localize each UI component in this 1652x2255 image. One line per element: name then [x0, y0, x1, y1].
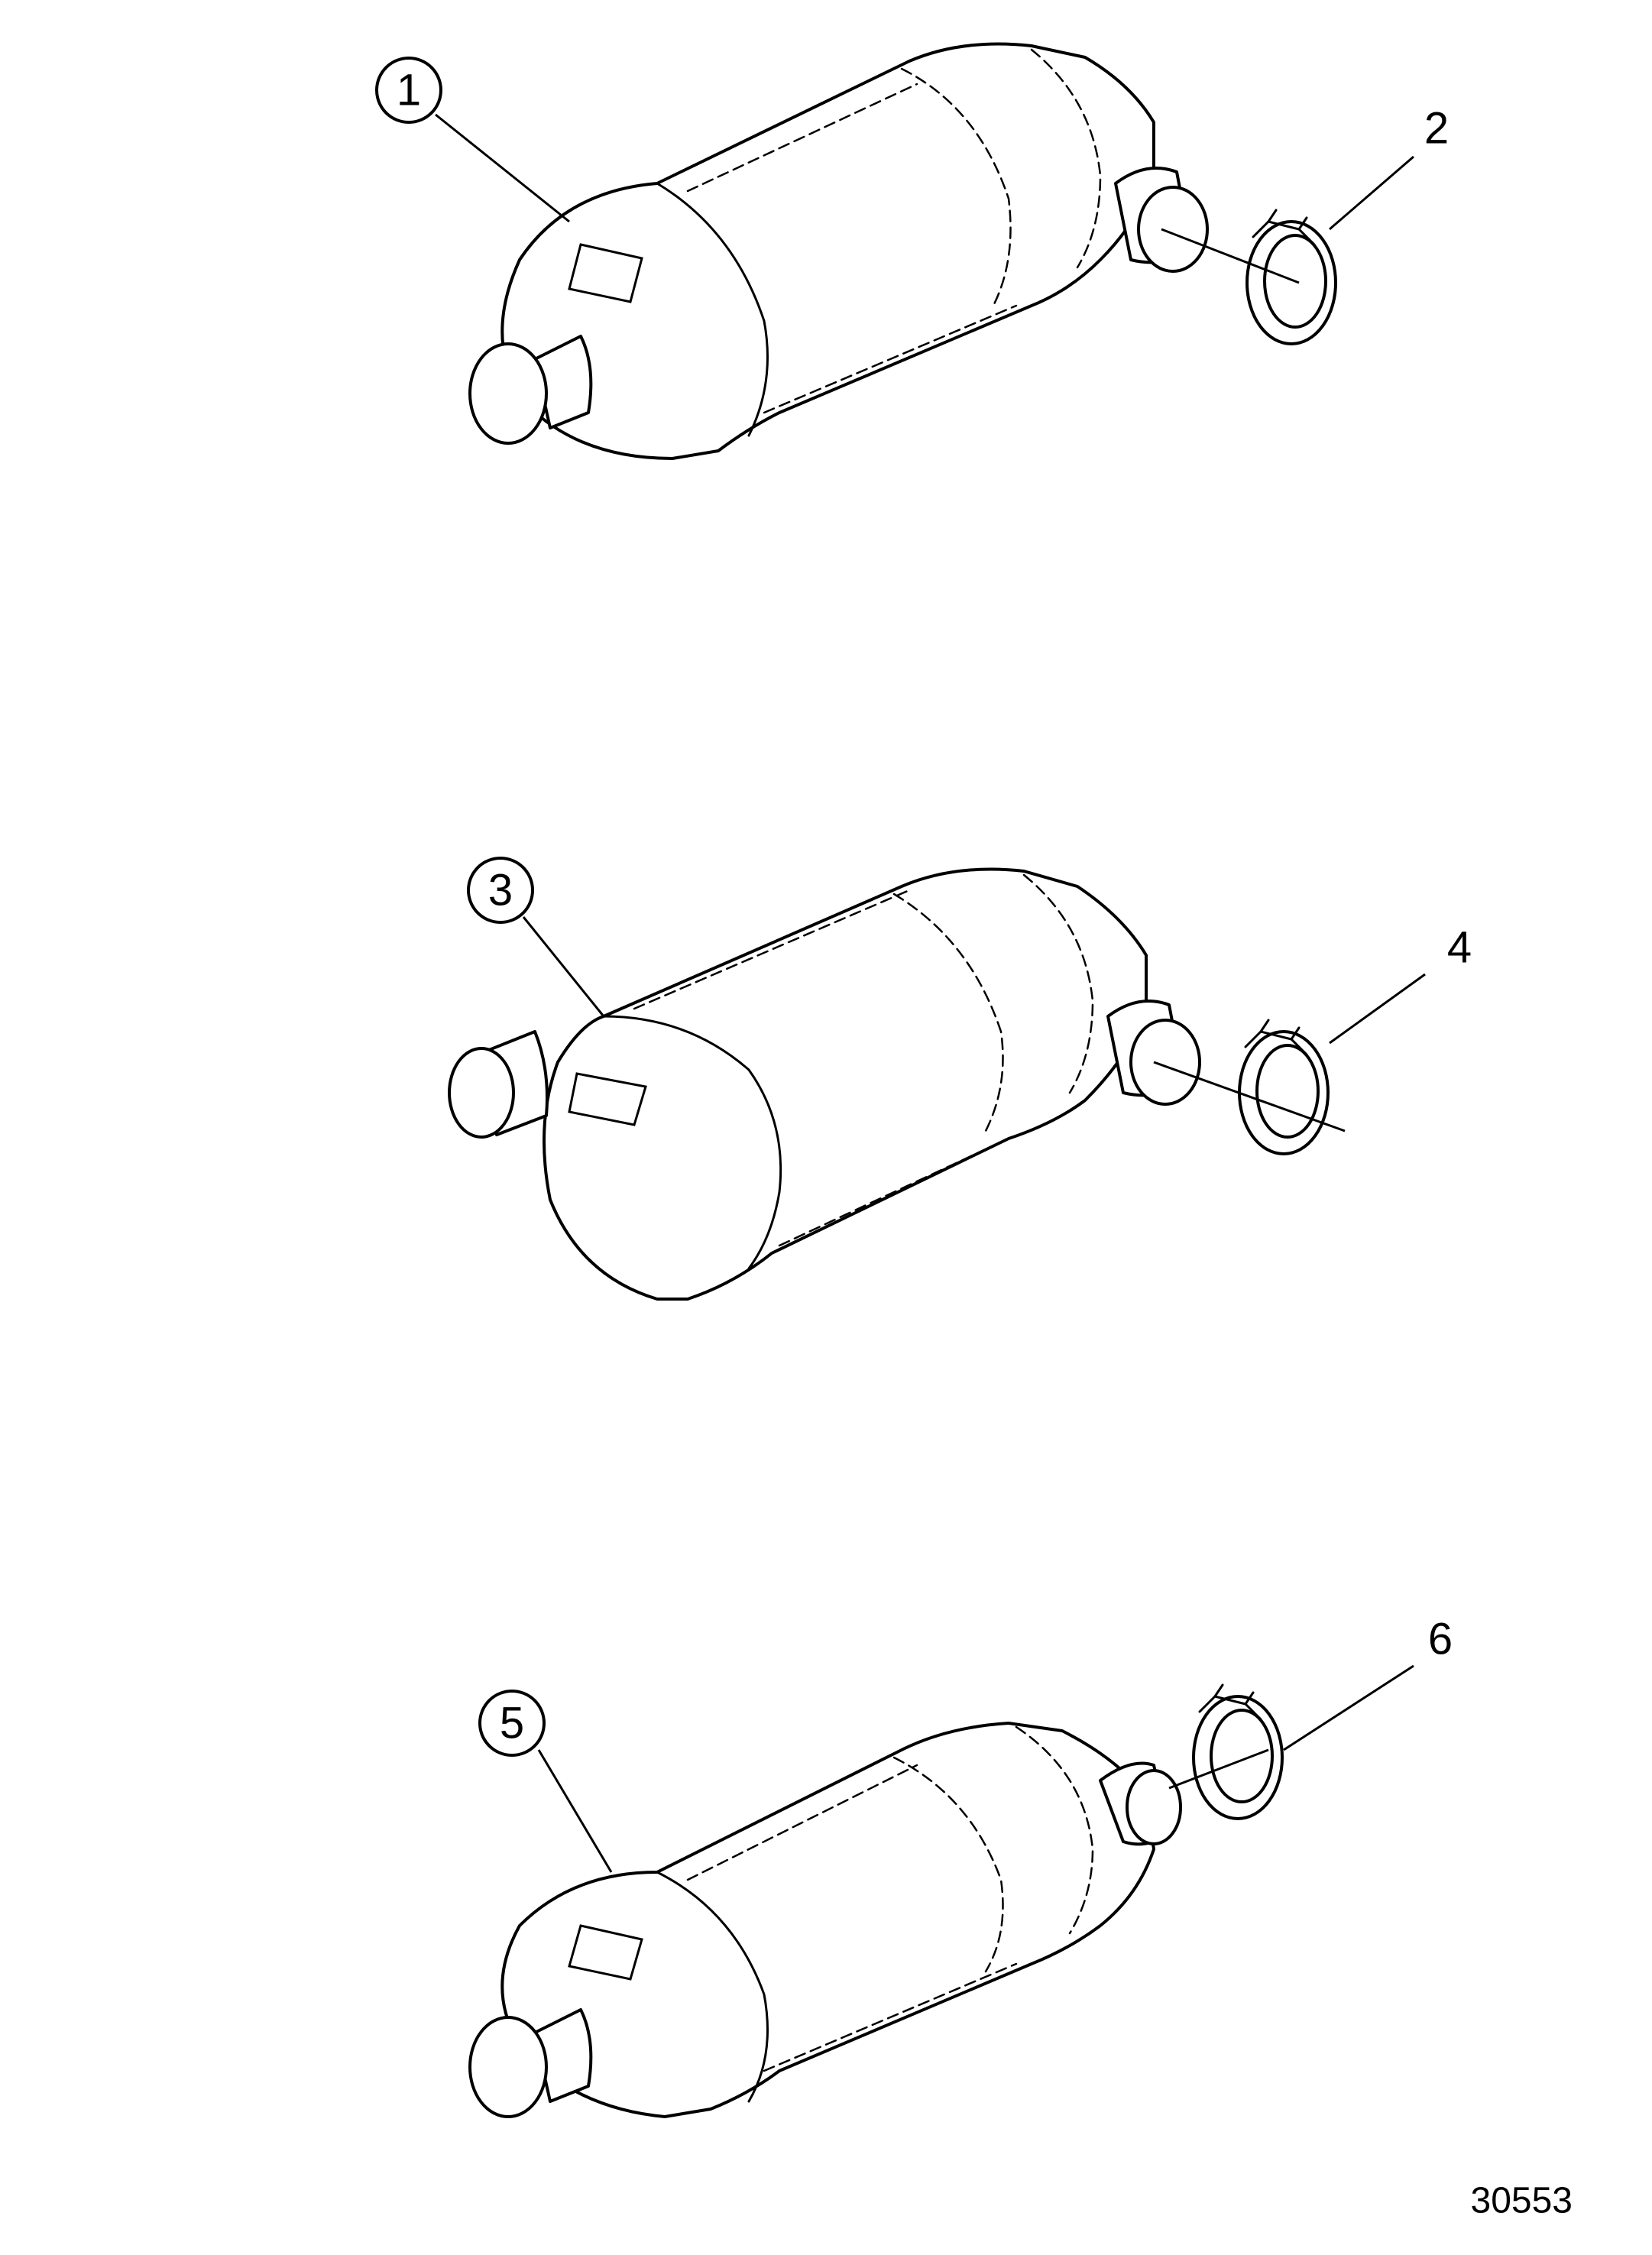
callout-1-circle	[375, 57, 442, 124]
callout-3-circle	[467, 857, 534, 924]
v-clamp-6	[1192, 1683, 1284, 1820]
callout-4-label: 4	[1447, 923, 1472, 973]
leader-line-3	[522, 916, 605, 1017]
leader-line-5	[537, 1749, 613, 1873]
catalytic-converter-3	[468, 1722, 1182, 2118]
v-clamp-2	[1245, 209, 1337, 345]
callout-5-label: 5	[500, 1699, 524, 1748]
axis-line-3	[1168, 1748, 1269, 1790]
v-clamp-4	[1238, 1019, 1330, 1155]
figure-number: 30553	[1471, 2181, 1573, 2221]
callout-3-label: 3	[488, 866, 513, 915]
catalytic-converter-1	[468, 42, 1209, 460]
leader-line-1	[435, 113, 570, 223]
leader-line-6	[1283, 1664, 1414, 1751]
leader-line-2	[1329, 155, 1414, 231]
axis-line-2	[1153, 1061, 1346, 1132]
callout-1-label: 1	[397, 66, 421, 115]
callout-5-circle	[478, 1690, 546, 1757]
callout-6-label: 6	[1428, 1615, 1453, 1664]
leader-line-4	[1329, 973, 1426, 1045]
axis-line-1	[1161, 228, 1300, 284]
catalytic-converter-2	[448, 867, 1201, 1301]
callout-2-label: 2	[1424, 104, 1449, 154]
